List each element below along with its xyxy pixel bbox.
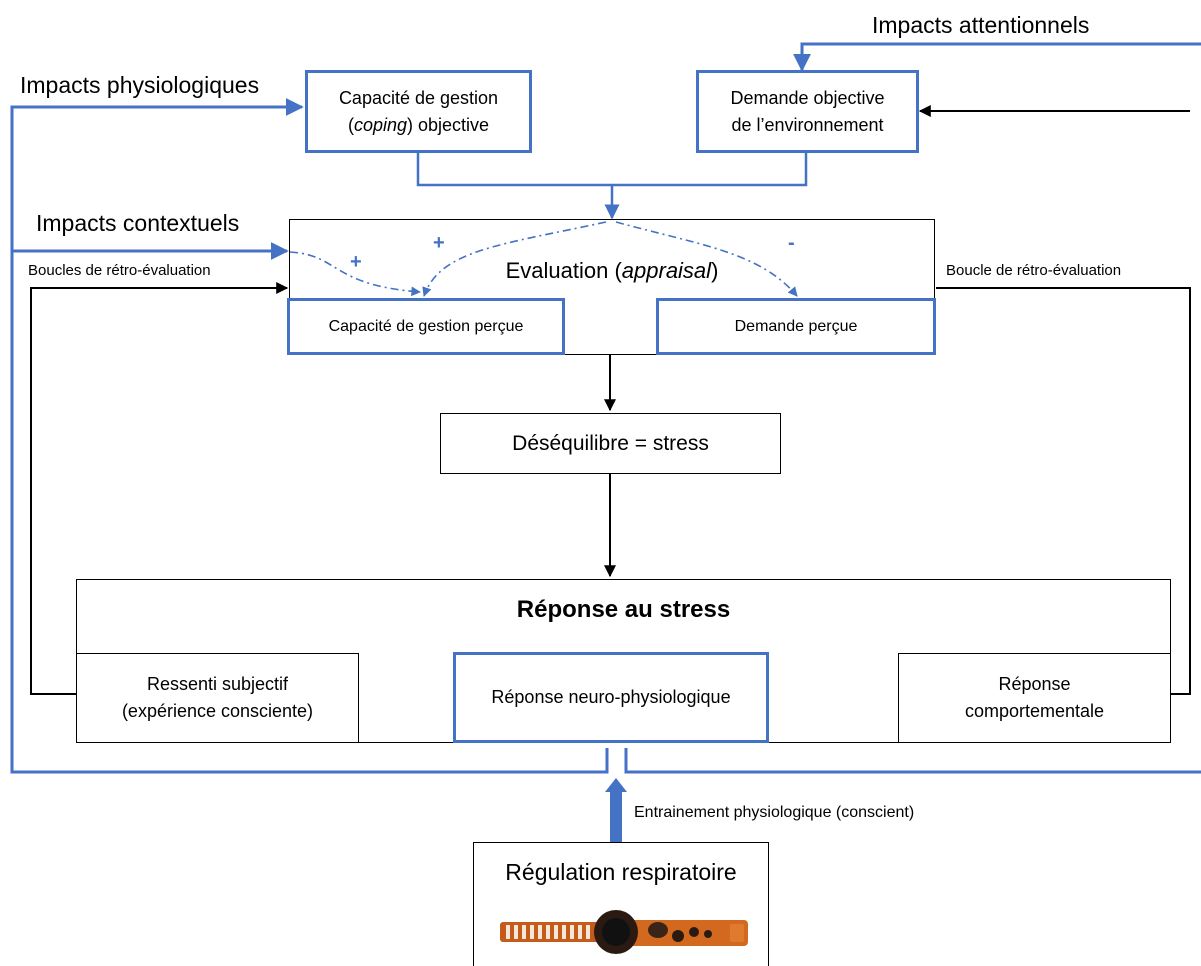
subjective-line1: Ressenti subjectif [146,674,289,694]
evaluation-box: Evaluation (appraisal) [289,219,935,355]
breathing-sensor-device-icon [500,910,748,954]
neuro-response-box: Réponse neuro-physiologique [453,652,769,743]
attention-impacts-label: Impacts attentionnels [872,12,1090,38]
plus-sign-b: + [350,251,362,273]
objective-demand-line1: Demande objective [730,88,885,109]
objective-merge-line [416,152,808,217]
minus-sign: - [788,232,795,254]
left-feedback-label: Boucles de rétro-évaluation [28,262,211,279]
plus-influence-arc [422,221,607,297]
objective-demand-line2: de l’environnement [731,114,884,135]
right-feedback-loop-arrow [920,111,1191,695]
context-influence-arc [289,251,421,297]
objective-demand-box: Demande objective de l’environnement [696,70,919,153]
training-arrowhead [605,778,627,792]
context-impacts-label: Impacts contextuels [36,210,240,236]
physio-impacts-label: Impacts physiologiques [20,72,260,98]
physio-impact-arrow [10,98,609,774]
left-feedback-loop-arrow [30,282,289,695]
objective-coping-line1: Capacité de gestion [338,88,499,109]
right-feedback-label: Boucle de rétro-évaluation [946,262,1122,279]
training-label: Entrainement physiologique (conscient) [634,804,915,821]
attention-impact-arrow [624,42,1201,774]
imbalance-box: Déséquilibre = stress [440,413,781,474]
behavior-response-box: Réponse comportementale [898,653,1171,743]
respiratory-regulation-label: Régulation respiratoire [505,859,737,885]
minus-influence-arc [615,221,798,297]
subjective-line2: (expérience consciente) [121,701,314,721]
evaluation-title: Evaluation (appraisal) [505,258,719,283]
stress-response-title: Réponse au stress [516,596,731,623]
plus-sign-a: + [433,232,445,254]
objective-coping-box: Capacité de gestion (coping) objective [305,70,532,153]
subjective-feeling-box: Ressenti subjectif (expérience conscient… [76,653,359,743]
objective-coping-line2: (coping) objective [347,114,490,135]
behavior-line2: comportementale [964,701,1105,721]
perceived-coping-box: Capacité de gestion perçue [287,298,565,355]
perceived-demand-box: Demande perçue [656,298,936,355]
behavior-line1: Réponse [998,674,1071,694]
training-arrow-shaft [610,790,622,842]
